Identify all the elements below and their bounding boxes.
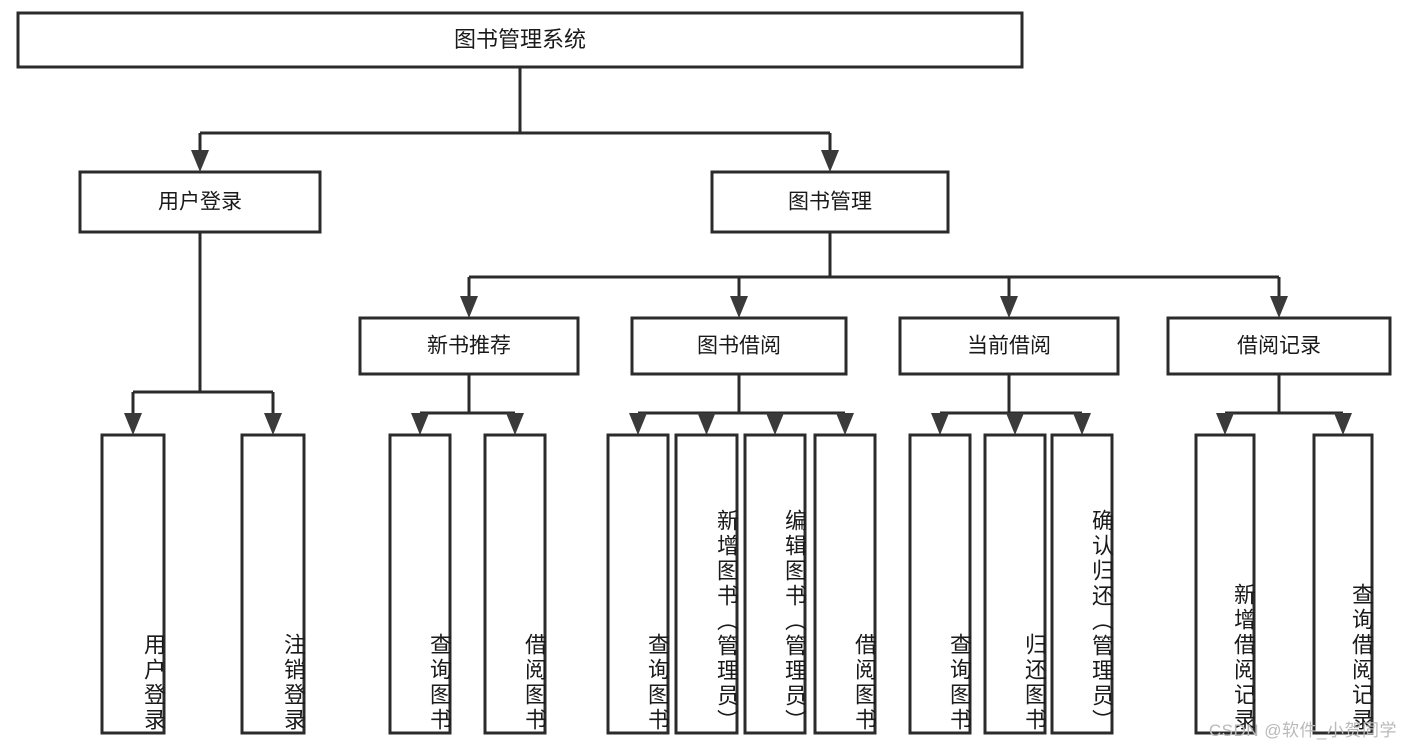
level1-node-1-box[interactable]	[78, 170, 322, 234]
leaf-node-2-box[interactable]	[240, 433, 306, 735]
leaf-node-11-box[interactable]	[1050, 433, 1114, 735]
leaf-node-3-box[interactable]	[388, 433, 452, 735]
arrow-down-icon	[1334, 413, 1352, 435]
level2-node-1-label: 新书推荐	[427, 335, 511, 358]
arrow-down-icon	[730, 296, 748, 318]
arrow-down-icon	[1270, 296, 1288, 318]
arrow-down-icon	[411, 413, 429, 435]
level2-node-3-label: 当前借阅	[967, 335, 1051, 358]
level2-node-4-label: 借阅记录	[1237, 335, 1321, 358]
level1-node-2-label: 图书管理	[788, 191, 872, 214]
leaf-node-12-box[interactable]	[1194, 433, 1256, 735]
root-node-label: 图书管理系统	[454, 27, 586, 52]
arrow-down-icon	[836, 413, 854, 435]
watermark-text: CSDN @软件_小贺同学	[1208, 721, 1397, 740]
arrow-down-icon	[264, 413, 282, 435]
node-box-layer	[16, 11, 1392, 735]
leaf-node-7-box[interactable]	[743, 433, 807, 735]
level2-node-3-box[interactable]	[898, 316, 1120, 376]
arrow-down-icon	[1000, 296, 1018, 318]
leaf-node-6-box[interactable]	[674, 433, 739, 735]
level2-node-2-box[interactable]	[630, 316, 848, 376]
arrow-down-icon	[697, 413, 716, 435]
arrow-down-icon	[629, 413, 647, 435]
leaf-node-8-box[interactable]	[813, 433, 877, 735]
leaf-node-13-box[interactable]	[1312, 433, 1374, 735]
arrow-down-icon	[931, 413, 949, 435]
level1-node-1-label: 用户登录	[158, 191, 242, 214]
leaf-node-5-box[interactable]	[606, 433, 670, 735]
arrow-down-icon	[766, 413, 784, 435]
level1-node-2-box[interactable]	[710, 170, 950, 234]
arrow-down-icon	[506, 413, 524, 435]
leaf-node-9-box[interactable]	[908, 433, 972, 735]
arrow-down-icon	[821, 150, 839, 172]
arrow-down-icon	[191, 150, 209, 172]
arrow-down-icon	[124, 413, 142, 435]
leaf-node-4-box[interactable]	[483, 433, 547, 735]
level2-node-2-label: 图书借阅	[697, 335, 781, 358]
root-node-box[interactable]	[16, 11, 1024, 69]
leaf-node-1-box[interactable]	[100, 433, 166, 735]
level2-node-1-box[interactable]	[358, 316, 580, 376]
connector-layer	[124, 67, 1352, 435]
arrow-down-icon	[1073, 413, 1091, 435]
arrow-down-icon	[1216, 413, 1234, 435]
leaf-node-10-box[interactable]	[983, 433, 1047, 735]
arrow-down-icon	[1006, 413, 1024, 435]
arrow-down-icon	[460, 296, 478, 318]
level2-node-4-box[interactable]	[1166, 316, 1392, 376]
